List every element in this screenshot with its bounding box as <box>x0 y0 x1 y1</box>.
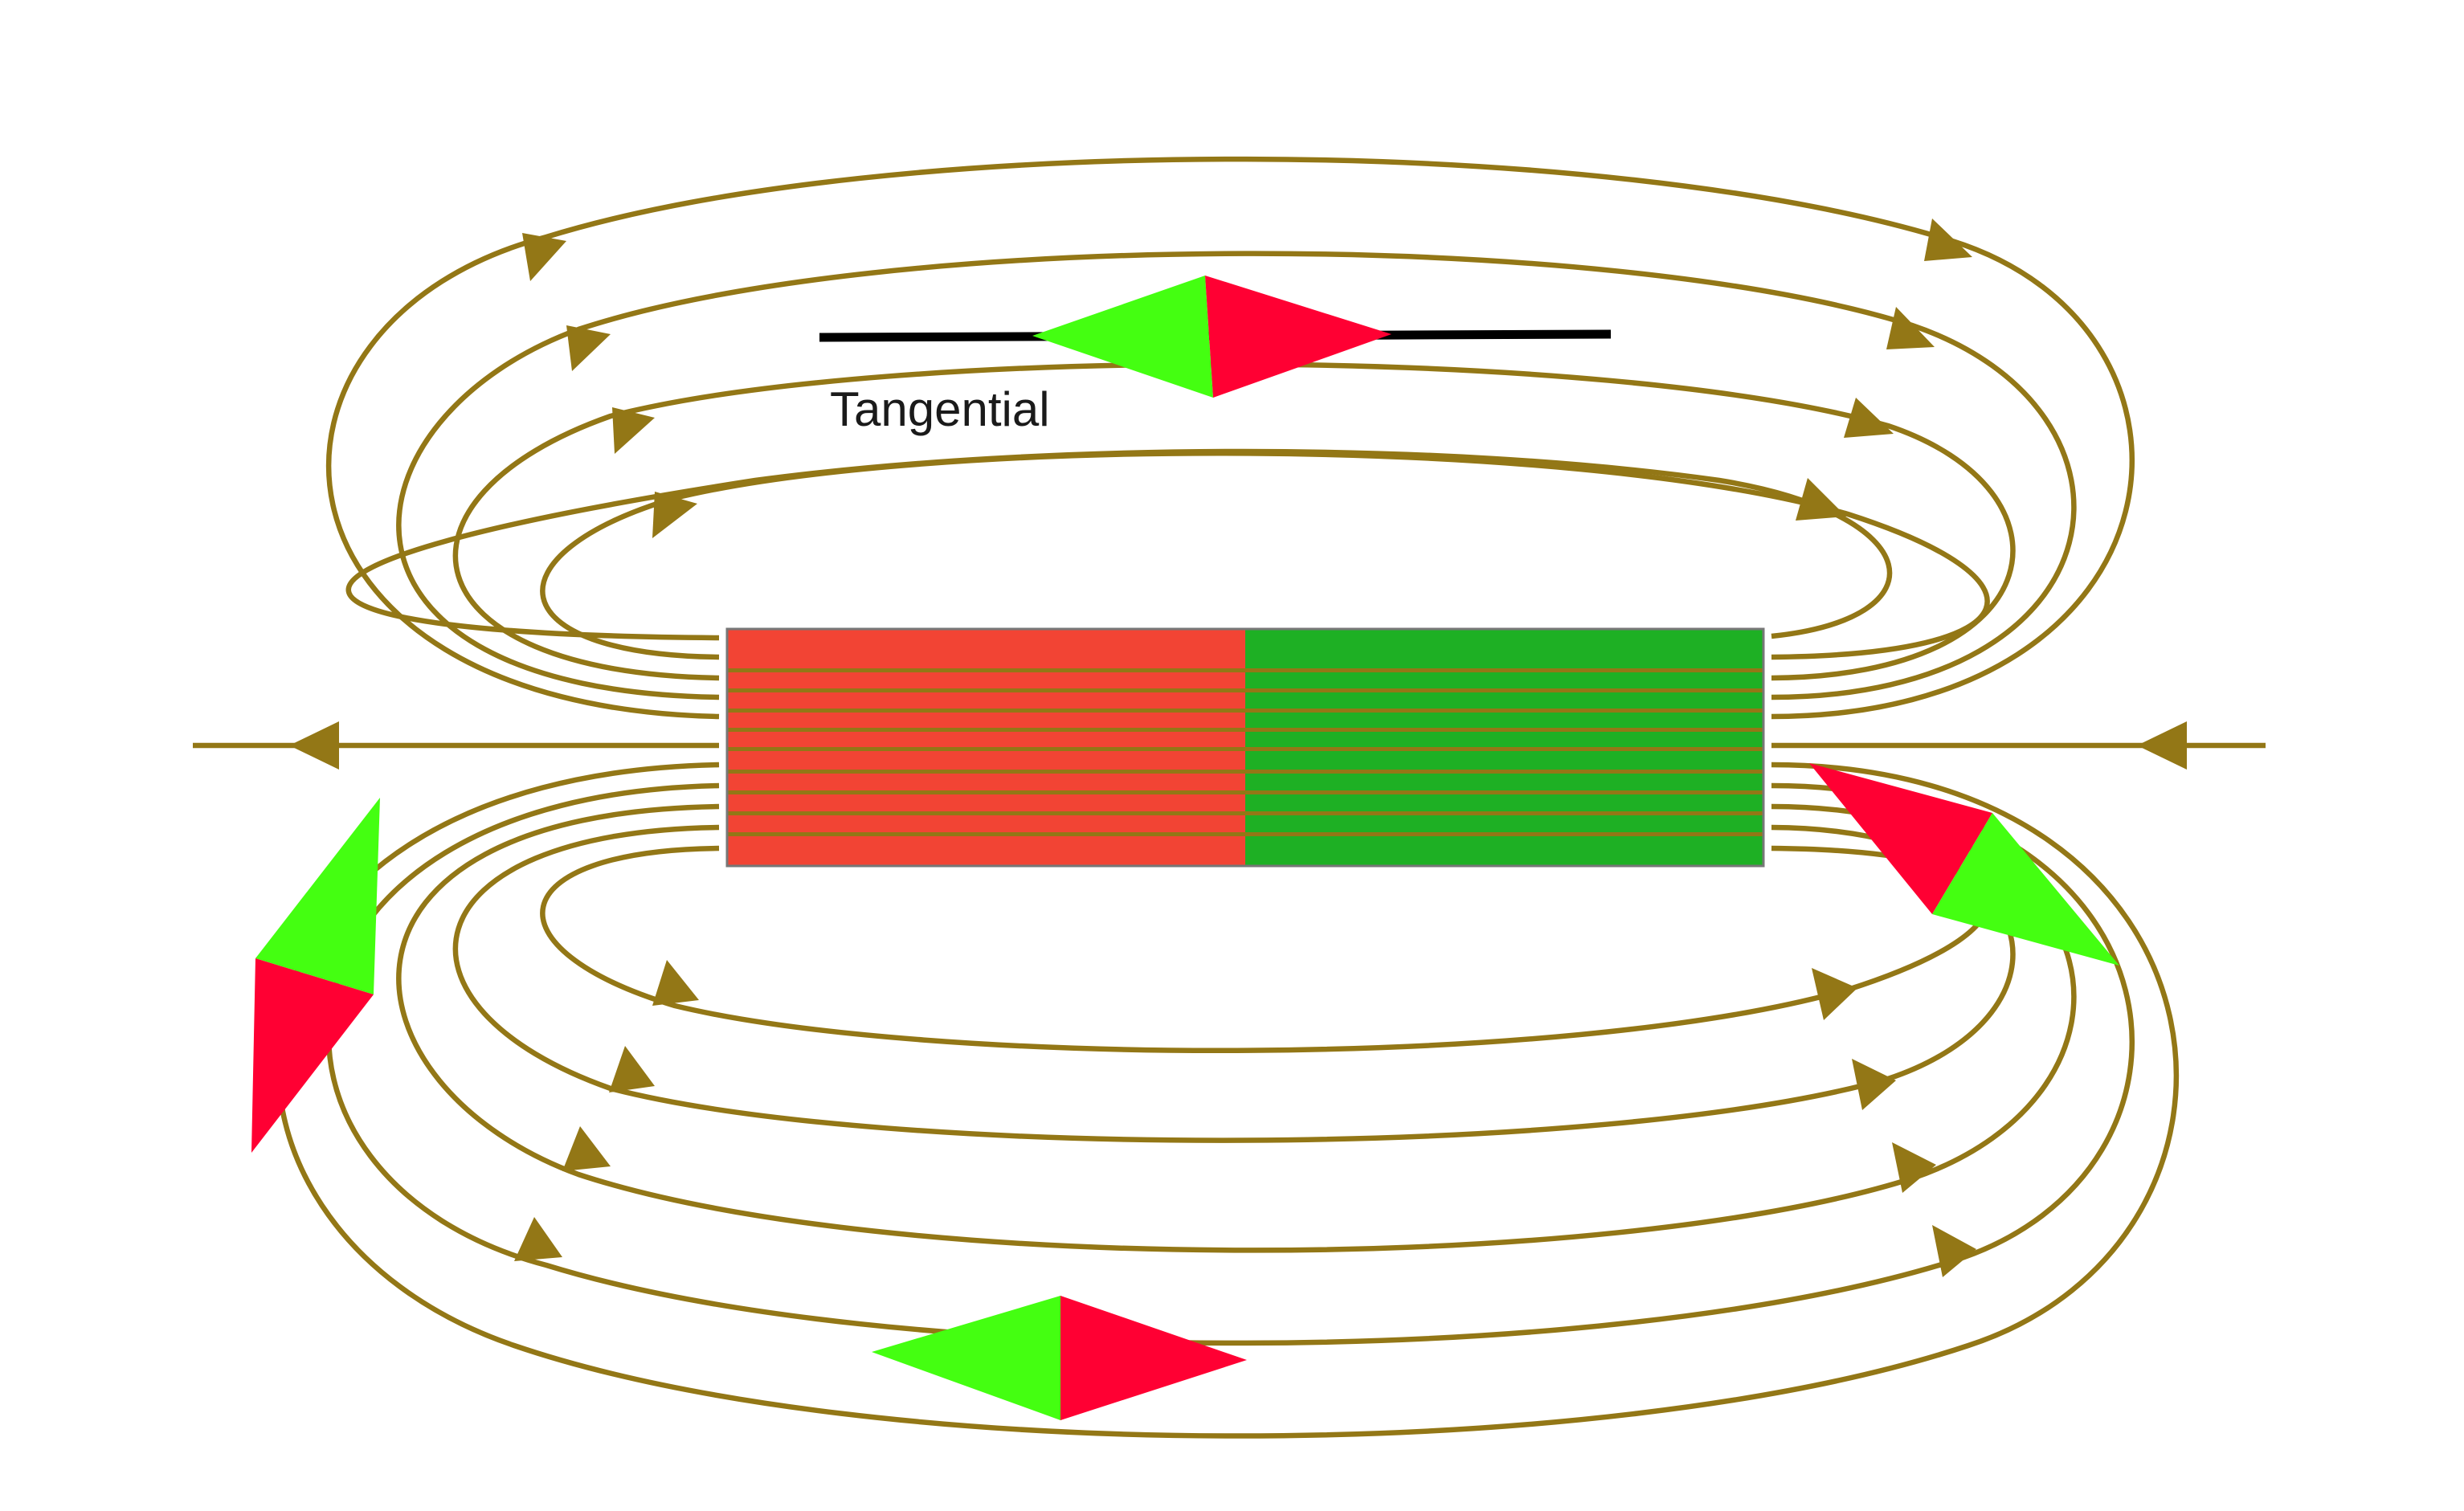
arrow-icon <box>1886 307 1935 349</box>
needle-south-tip <box>1205 276 1391 398</box>
arrow-icon <box>1892 1142 1936 1193</box>
tangential-label: Tangential <box>830 382 1050 436</box>
arrow-icon <box>612 407 655 454</box>
compass-needle-right <box>1809 763 2119 966</box>
arrow-icon <box>609 1046 655 1092</box>
field-line-top-4 <box>396 251 2077 700</box>
needle-north-tip <box>872 1296 1060 1420</box>
needle-north-tip <box>1932 813 2119 966</box>
arrow-icon <box>1852 1059 1896 1110</box>
arrow-icon <box>1932 1225 1976 1277</box>
field-line-top-2 <box>540 451 1990 660</box>
arrow-icon <box>562 1126 611 1171</box>
compass-needle-top <box>1032 276 1391 398</box>
arrow-icon <box>652 492 697 538</box>
magnet-stripes <box>727 668 1763 836</box>
arrow-icon <box>1844 398 1894 438</box>
field-direction-arrows <box>289 218 2187 1277</box>
bar-magnet <box>725 627 1765 868</box>
needle-north-tip <box>255 798 380 994</box>
magnet-outline <box>725 627 1765 868</box>
compass-needle-bottom <box>872 1296 1247 1420</box>
arrow-icon <box>522 233 566 281</box>
needle-north-tip <box>1032 276 1213 398</box>
arrow-icon <box>2137 721 2187 770</box>
arrow-icon <box>1812 968 1857 1020</box>
needle-south-tip <box>1060 1296 1247 1420</box>
arrow-icon <box>514 1217 562 1261</box>
field-line-bottom-3 <box>396 803 2077 1253</box>
needle-south-tip <box>1809 763 1992 914</box>
field-line-top-5 <box>325 156 2135 720</box>
arrow-icon <box>652 960 699 1006</box>
arrow-icon <box>289 721 339 770</box>
arrow-icon <box>1796 478 1846 521</box>
needle-south-tip <box>251 958 374 1153</box>
arrow-icon <box>566 325 611 371</box>
compass-needle-left <box>251 798 380 1153</box>
field-line-bottom-1 <box>540 845 1990 1053</box>
field-line-bottom-2 <box>452 824 2016 1143</box>
arrow-icon <box>1924 218 1972 261</box>
